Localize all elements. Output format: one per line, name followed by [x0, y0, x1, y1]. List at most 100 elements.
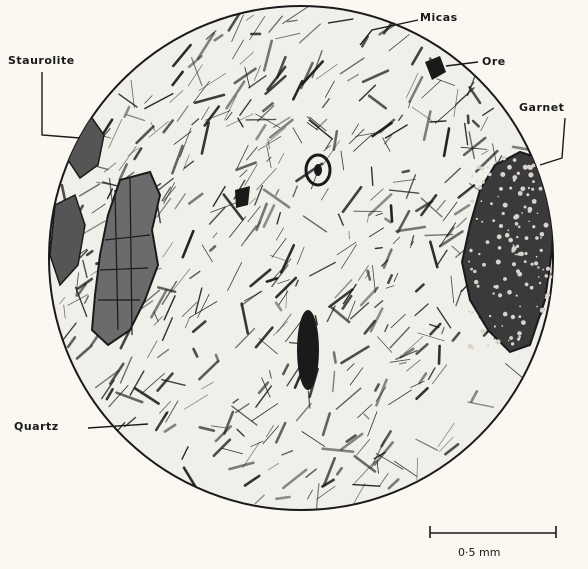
garnet-speckle: [531, 188, 534, 191]
garnet-speckle: [528, 172, 533, 177]
garnet-speckle: [528, 165, 533, 170]
mica-lath: [403, 171, 409, 172]
garnet-speckle: [524, 260, 527, 263]
garnet-speckle: [540, 237, 542, 239]
garnet-speckle: [532, 180, 535, 183]
garnet-speckle: [511, 315, 515, 319]
garnet-speckle: [517, 331, 522, 336]
garnet-speckle: [476, 218, 478, 220]
garnet-speckle: [545, 274, 549, 278]
garnet-speckle: [497, 234, 502, 239]
garnet-speckle: [517, 338, 520, 341]
garnet-speckle: [528, 221, 530, 223]
garnet-speckle: [498, 262, 500, 264]
garnet-speckle: [539, 168, 542, 171]
garnet-speckle: [487, 166, 489, 168]
garnet-leader: [540, 118, 565, 165]
garnet-speckle: [477, 285, 480, 288]
staurolite-leader: [42, 72, 80, 138]
garnet-speckle: [513, 158, 517, 162]
garnet-speckle: [507, 165, 512, 170]
garnet-speckle: [521, 320, 526, 325]
garnet-speckle: [502, 212, 505, 215]
garnet-speckle: [539, 282, 541, 284]
garnet-speckle: [532, 225, 535, 228]
garnet-speckle: [507, 290, 512, 295]
garnet-speckle: [508, 340, 510, 342]
garnet-speckle: [470, 268, 473, 271]
garnet-speckle: [468, 344, 473, 349]
garnet-speckle: [528, 187, 530, 189]
garnet-speckle: [508, 238, 513, 243]
garnet-speckle: [516, 245, 519, 248]
garnet-speckle: [507, 229, 509, 231]
garnet-speckle: [537, 213, 539, 215]
garnet-speckle: [521, 212, 523, 214]
garnet-speckle: [545, 331, 547, 333]
garnet-speckle: [499, 224, 503, 228]
garnet-speckle: [492, 219, 495, 222]
garnet-speckle: [469, 249, 472, 252]
mica-lath: [391, 206, 392, 222]
garnet-speckle: [481, 221, 483, 223]
garnet-speckle: [539, 187, 543, 191]
garnet-speckle: [512, 246, 517, 251]
mica-lath: [334, 352, 336, 362]
garnet-speckle: [481, 200, 483, 202]
garnet-speckle: [497, 196, 499, 198]
garnet-speckle: [488, 173, 492, 177]
garnet-speckle: [515, 254, 517, 256]
garnet-speckle: [478, 185, 482, 189]
mica-lath: [439, 346, 440, 364]
garnet-speckle: [498, 246, 502, 250]
garnet-speckle: [550, 342, 552, 344]
garnet-speckle: [518, 226, 521, 229]
garnet-speckle: [492, 292, 494, 294]
garnet-speckle: [538, 276, 540, 278]
garnet-speckle: [513, 244, 515, 246]
label-staurolite: Staurolite: [8, 54, 75, 67]
label-garnet: Garnet: [519, 101, 564, 114]
garnet-speckle: [516, 236, 518, 238]
scale-bar: [430, 526, 556, 538]
garnet-speckle: [517, 172, 520, 175]
garnet-speckle: [509, 336, 513, 340]
garnet-speckle: [546, 267, 550, 271]
garnet-speckle: [516, 254, 518, 256]
garnet-speckle: [490, 202, 493, 205]
garnet-speckle: [493, 285, 496, 288]
label-micas: Micas: [420, 11, 458, 24]
garnet-speckle: [516, 295, 518, 297]
garnet-speckle: [517, 270, 519, 272]
garnet-speckle: [483, 330, 485, 332]
label-ore: Ore: [482, 55, 506, 68]
garnet-speckle: [509, 187, 512, 190]
garnet-speckle: [519, 306, 521, 308]
garnet-speckle: [503, 312, 508, 317]
garnet-speckle: [494, 325, 496, 327]
garnet-speckle: [528, 207, 533, 212]
garnet-speckle: [471, 311, 474, 314]
garnet-speckle: [520, 186, 525, 191]
garnet-speckle: [480, 166, 483, 169]
garnet-speckle: [540, 232, 545, 237]
garnet-speckle: [503, 203, 508, 208]
garnet-speckle: [534, 261, 538, 265]
garnet-speckle: [503, 277, 507, 281]
garnet-speckle: [518, 191, 523, 196]
garnet-speckle: [477, 181, 479, 183]
garnet-speckle: [544, 223, 549, 228]
garnet-speckle: [468, 261, 470, 263]
scale-bar-label: 0·5 mm: [458, 546, 500, 559]
garnet-speckle: [525, 236, 529, 240]
mica-lath: [246, 119, 276, 120]
garnet-speckle: [530, 286, 534, 290]
garnet-speckle: [499, 187, 503, 191]
garnet-speckle: [511, 342, 514, 345]
garnet-speckle: [542, 269, 544, 271]
mica-lath: [375, 248, 382, 249]
garnet-speckle: [536, 306, 538, 308]
garnet-speckle: [512, 262, 516, 266]
